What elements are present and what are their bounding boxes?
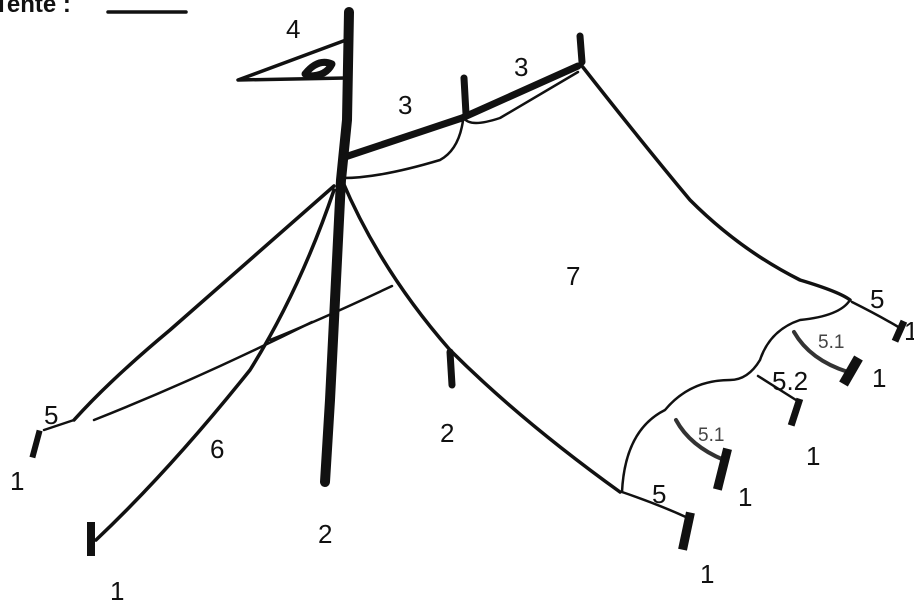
- label-peg-mid-right: 1: [806, 441, 820, 471]
- canvas-front-edge: [340, 178, 622, 494]
- left-guy-line: [72, 184, 336, 422]
- mid-ridge-post: [460, 74, 470, 118]
- peg-mid-right: [787, 397, 804, 427]
- label-sub-guy-upper: 5.1: [818, 332, 844, 353]
- label-peg-left: 1: [10, 466, 24, 496]
- peg-left: [29, 429, 43, 459]
- label-flag: 4: [286, 14, 300, 44]
- label-sub-guy-lower: 5.1: [698, 425, 724, 446]
- rear-pole-tip: [576, 32, 586, 66]
- label-peg-bottom-right: 1: [700, 559, 714, 589]
- label-long-guy: 6: [210, 434, 224, 464]
- peg-sub-lower: [713, 447, 732, 491]
- label-peg-right-edge: 1: [904, 316, 914, 346]
- left-guy-tail: [42, 418, 76, 432]
- bottom-guy-line: [620, 490, 690, 520]
- label-peg-sub-upper: 1: [872, 363, 886, 393]
- labels: 4 3 3 7 5 1 6 1 2 2 5 1 5.1 1 5.2 1 5.1 …: [10, 14, 914, 602]
- flag: [236, 38, 348, 82]
- long-guy-line: [94, 188, 336, 542]
- sub-guy-line-upper: [792, 330, 850, 374]
- label-ridge-right: 3: [514, 52, 528, 82]
- flag-emblem: [301, 58, 336, 80]
- sub-guy-line-lower: [674, 418, 726, 462]
- pegs: [29, 319, 908, 556]
- peg-bottom-left: [87, 522, 95, 556]
- label-sub-guy-52: 5.2: [772, 366, 808, 396]
- peg-bottom-right: [678, 511, 695, 551]
- ridge-lower-sag: [341, 108, 466, 180]
- label-canvas: 7: [566, 261, 580, 291]
- canvas-tie-point: [446, 348, 456, 389]
- canvas-bottom-edge: [620, 298, 852, 494]
- label-ridge-left: 3: [398, 90, 412, 120]
- label-guy-right: 5: [870, 284, 884, 314]
- canvas-top-edge: [580, 64, 852, 302]
- label-peg-sub-lower: 1: [738, 482, 752, 512]
- peg-sub-upper: [839, 355, 863, 387]
- right-guy-line-top: [850, 300, 902, 330]
- label-guy-left: 5: [44, 400, 58, 430]
- label-pole-front: 2: [318, 519, 332, 549]
- peg-right-edge: [891, 319, 908, 343]
- label-pole-side: 2: [440, 418, 454, 448]
- front-pole: [320, 7, 354, 487]
- label-guy-bottom: 5: [652, 479, 666, 509]
- left-tension-line: [92, 320, 314, 422]
- right-guy-line-52: [756, 374, 798, 402]
- heading: Tente :: [0, 0, 188, 18]
- label-peg-bottom-left: 1: [110, 576, 124, 602]
- cross-line: [268, 284, 394, 342]
- heading-text: Tente :: [0, 0, 71, 18]
- ridge-lower-sag-2: [462, 70, 580, 125]
- ridge-line: [338, 62, 582, 162]
